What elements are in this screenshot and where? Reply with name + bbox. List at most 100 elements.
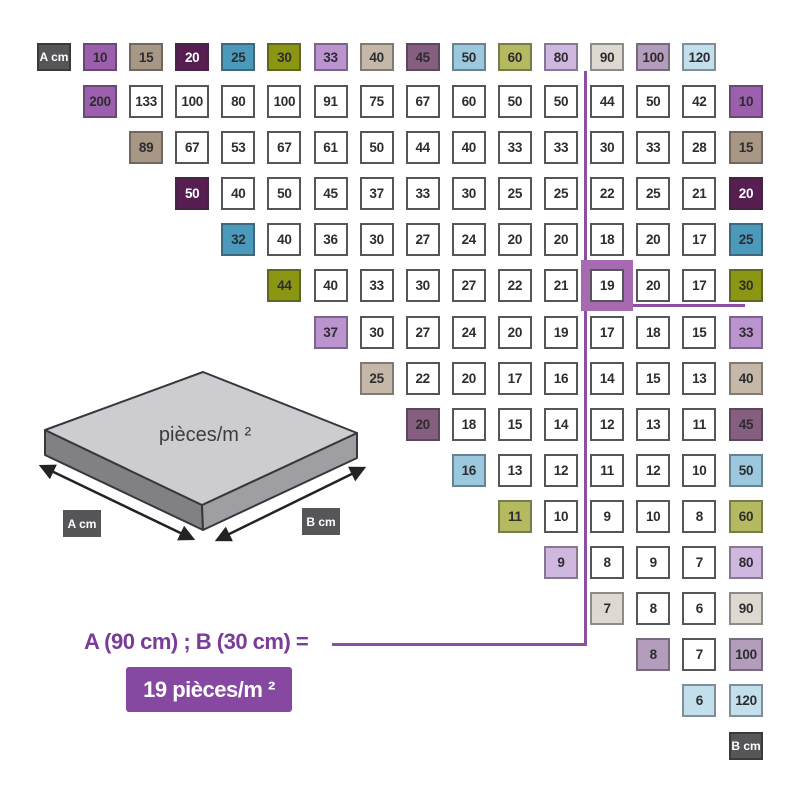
a-dimension-label: A cm [68,517,97,531]
matrix-cell-a100-b40: 15 [636,361,671,395]
header-cell-b-20: 20 [729,177,763,211]
header-cell-a-30: 30 [267,43,302,71]
matrix-cell-a50-b25: 24 [451,223,486,257]
matrix-cell-a30-b25: 40 [267,223,302,257]
diagonal-cell-33: 37 [313,315,348,349]
header-cell-a-90: 90 [590,43,625,71]
header-cell-b-50: 50 [729,453,763,487]
matrix-cell-a20-b10: 100 [175,85,210,118]
matrix-cell-a45-b10: 67 [405,85,440,118]
matrix-cell-a40-b30: 33 [359,269,394,303]
diagonal-cell-90: 7 [590,592,625,626]
header-cell-a-50: 50 [451,43,486,71]
header-cell-b-80: 80 [729,546,763,579]
matrix-cell-a30-b15: 67 [267,131,302,165]
diagonal-cell-60: 11 [497,499,532,533]
matrix-cell-a15-b10: 133 [129,85,164,118]
matrix-cell-a100-b15: 33 [636,131,671,165]
b-cm-corner-label: B cm [729,732,763,760]
slab-top-face [44,371,358,506]
matrix-cell-a50-b30: 27 [451,269,486,303]
header-cell-b-45: 45 [729,407,763,441]
matrix-cell-a33-b15: 61 [313,131,348,165]
diagonal-cell-100: 8 [636,638,671,672]
matrix-cell-a40-b15: 50 [359,131,394,165]
matrix-cell-a90-b33: 17 [590,315,625,349]
a-dimension-arrow [38,464,196,541]
a-dimension-label-box [63,510,101,537]
matrix-cell-a50-b40: 20 [451,361,486,395]
matrix-cell-a100-b30: 20 [636,269,671,303]
header-cell-a-100: 100 [636,43,671,71]
matrix-cell-a33-b20: 45 [313,177,348,211]
matrix-cell-a33-b30: 40 [313,269,348,303]
slab-surface-label: pièces/m ² [159,424,252,446]
b-dimension-arrow [214,466,367,542]
matrix-cell-a33-b25: 36 [313,223,348,257]
connector-line-to-b-value [633,304,745,307]
matrix-cell-a80-b15: 33 [544,131,578,165]
matrix-cell-a60-b25: 20 [497,223,532,257]
matrix-cell-a100-b90: 8 [636,592,671,626]
header-cell-a-10: 10 [83,43,117,71]
matrix-cell-a120-b50: 10 [682,453,717,487]
slab-illustration: pièces/m ² A cm B cm [38,371,367,542]
matrix-cell-a80-b45: 14 [544,407,578,441]
matrix-cell-a100-b25: 20 [636,223,671,257]
matrix-cell-a120-b90: 6 [682,592,717,626]
header-cell-b-120: 120 [729,684,763,718]
diagonal-cell-20: 50 [175,177,210,211]
header-cell-b-100: 100 [729,638,763,672]
connector-line-answer [332,643,587,646]
matrix-cell-a90-b25: 18 [590,223,625,257]
matrix-cell-a120-b33: 15 [682,315,717,349]
matrix-cell-a60-b45: 15 [497,407,532,441]
matrix-cell-a50-b15: 40 [451,131,486,165]
header-cell-a-25: 25 [221,43,256,71]
diagonal-cell-30: 44 [267,269,302,303]
header-cell-b-90: 90 [729,592,763,626]
matrix-cell-a120-b20: 21 [682,177,717,211]
matrix-cell-a80-b60: 10 [544,499,578,533]
header-cell-a-15: 15 [129,43,164,71]
matrix-cell-a60-b10: 50 [497,85,532,118]
matrix-cell-a90-b40: 14 [590,361,625,395]
matrix-cell-a120-b30: 17 [682,269,717,303]
matrix-cell-a50-b20: 30 [451,177,486,211]
matrix-cell-a120-b25: 17 [682,223,717,257]
matrix-cell-a25-b15: 53 [221,131,256,165]
matrix-cell-a100-b50: 12 [636,453,671,487]
header-cell-b-33: 33 [729,315,763,349]
header-cell-b-10: 10 [729,85,763,118]
matrix-cell-a45-b30: 30 [405,269,440,303]
header-cell-a-40: 40 [359,43,394,71]
header-cell-a-120: 120 [682,43,717,71]
matrix-cell-a30-b20: 50 [267,177,302,211]
matrix-cell-a100-b10: 50 [636,85,671,118]
header-cell-b-40: 40 [729,361,763,395]
matrix-cell-a120-b60: 8 [682,499,717,533]
matrix-cell-a80-b10: 50 [544,85,578,118]
matrix-cell-a120-b45: 11 [682,407,717,441]
matrix-cell-a40-b33: 30 [359,315,394,349]
header-cell-a-45: 45 [405,43,440,71]
diagonal-cell-15: 89 [129,131,164,165]
header-cell-a-33: 33 [313,43,348,71]
example-equation: A (90 cm) ; B (30 cm) = [84,629,309,654]
matrix-cell-a80-b40: 16 [544,361,578,395]
matrix-cell-a60-b50: 13 [497,453,532,487]
matrix-cell-a25-b10: 80 [221,85,256,118]
matrix-cell-a80-b20: 25 [544,177,578,211]
matrix-cell-a45-b33: 27 [405,315,440,349]
matrix-cell-a45-b15: 44 [405,131,440,165]
b-dimension-label: B cm [306,515,335,529]
matrix-cell-a60-b15: 33 [497,131,532,165]
matrix-cell-a120-b15: 28 [682,131,717,165]
matrix-cell-a60-b20: 25 [497,177,532,211]
header-cell-b-15: 15 [729,131,763,165]
matrix-cell-a100-b60: 10 [636,499,671,533]
matrix-cell-a120-b80: 7 [682,546,717,579]
matrix-cell-a90-b20: 22 [590,177,625,211]
matrix-cell-a45-b25: 27 [405,223,440,257]
matrix-cell-a33-b10: 91 [313,85,348,118]
